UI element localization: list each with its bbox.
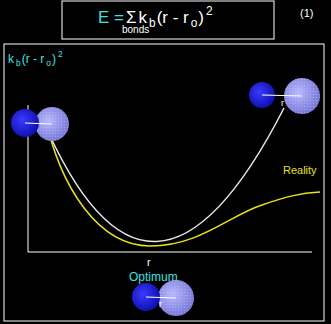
plot-formula: (r - r <box>22 52 45 66</box>
formula-box <box>62 1 274 39</box>
plot-subscript: b <box>16 58 21 68</box>
plot-formula: ) <box>52 52 56 66</box>
text-group: bonds <box>122 25 151 35</box>
formula-exponent: 2 <box>206 4 213 18</box>
text-group: r <box>147 257 153 268</box>
formula-term: ) <box>198 8 204 27</box>
bond-line <box>262 95 302 96</box>
plot-exponent: 2 <box>58 49 63 59</box>
reality-curve <box>44 112 320 246</box>
text-group: r <box>281 99 286 108</box>
text-group: kb(r - ro)2 <box>8 50 64 67</box>
optimum-label: Optimum <box>129 270 178 284</box>
text-group: Reality <box>283 165 319 176</box>
distance-label: r <box>281 98 284 108</box>
sum-index: bonds <box>122 24 149 35</box>
text-group: E =Σkb(r - ro)2 <box>98 6 214 30</box>
distance-label: r <box>159 299 162 309</box>
harmonic-curve <box>42 108 284 242</box>
formula-subscript: o <box>191 16 198 30</box>
formula-term: (r - r <box>157 8 189 27</box>
axes <box>28 105 312 252</box>
text-group: (1) <box>300 8 315 19</box>
bond-line <box>25 123 52 124</box>
plot-subscript: o <box>46 58 51 68</box>
equation-number: (1) <box>300 7 313 19</box>
plot-panel <box>4 44 324 321</box>
formula-energy: E = <box>98 8 124 27</box>
text-group: Optimum <box>129 271 180 283</box>
axis-label: r <box>147 256 151 268</box>
plot-formula: k <box>8 52 14 66</box>
formula-subscript: b <box>149 16 156 30</box>
text-group: r <box>159 300 164 309</box>
reality-label: Reality <box>283 164 317 176</box>
bond-line <box>146 297 176 298</box>
